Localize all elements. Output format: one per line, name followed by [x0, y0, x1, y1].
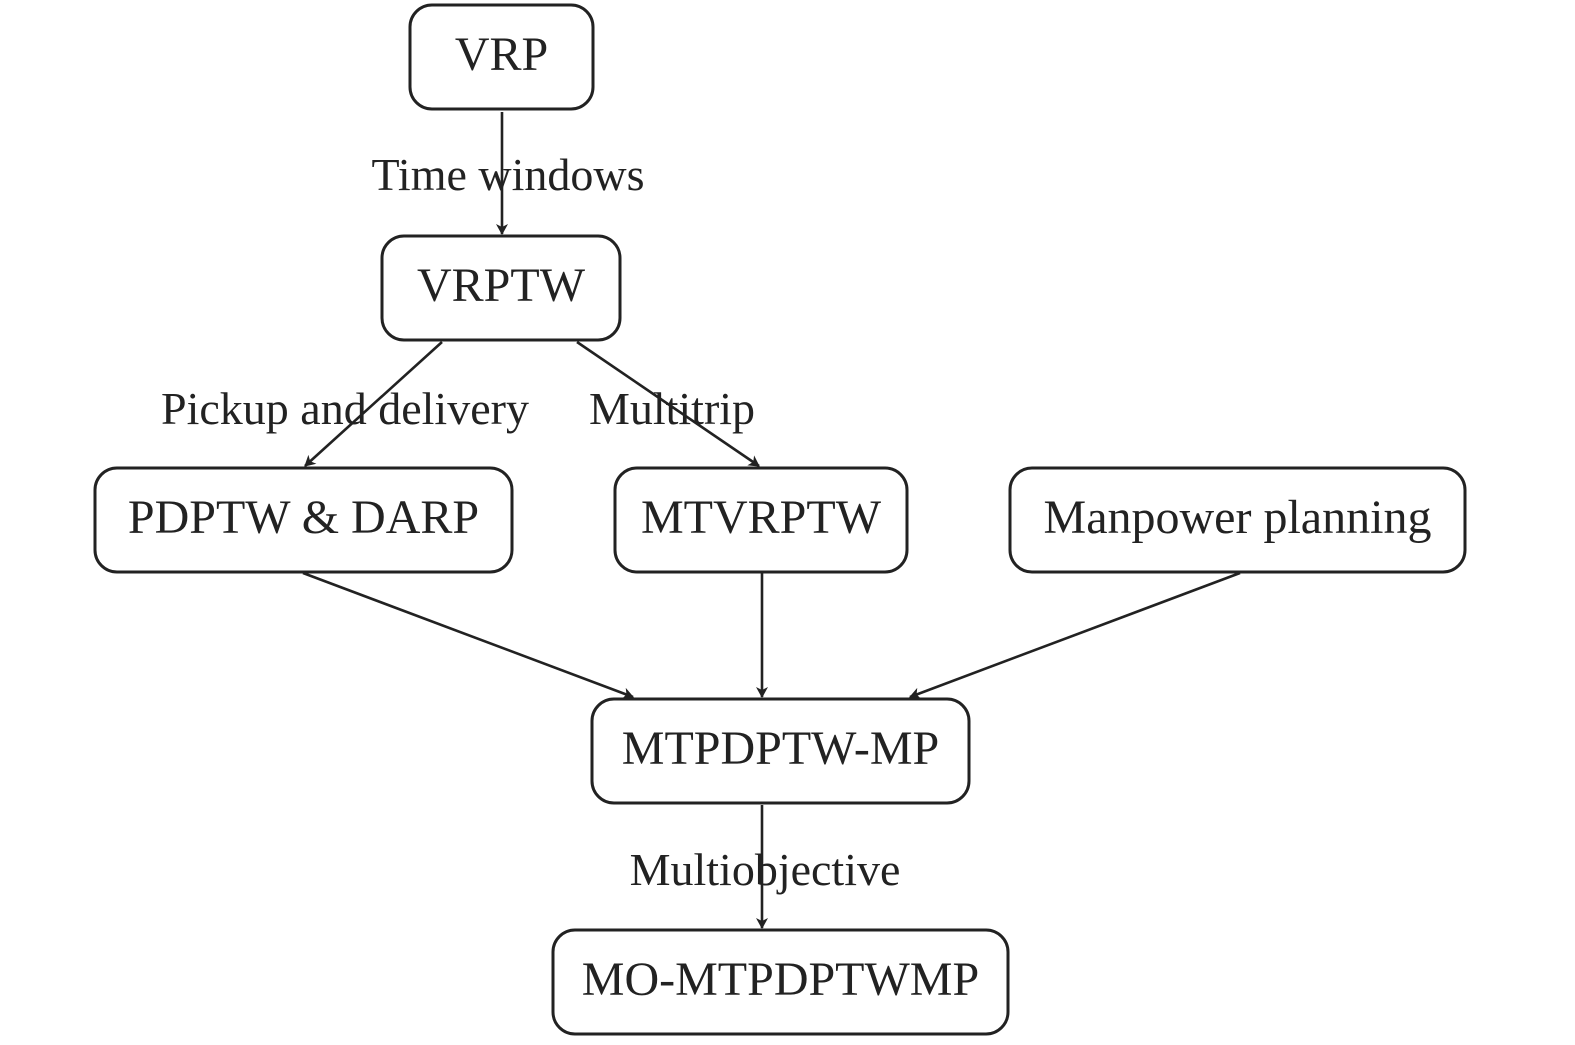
- node-mo-mtpdptwmp: MO-MTPDPTWMP: [551, 928, 1010, 1036]
- edge-label-multiobjective: Multiobjective: [630, 844, 901, 895]
- edge-manpower-to-mtpdptw: [909, 571, 1241, 700]
- edge-vrptw-to-pdptw: [304, 341, 443, 467]
- node-label-mtpdptw-mp: MTPDPTW-MP: [622, 722, 939, 775]
- node-vrptw: VRPTW: [380, 234, 622, 342]
- node-label-manpower-planning: Manpower planning: [1044, 491, 1432, 544]
- edge-label-time-windows: Time windows: [371, 149, 644, 200]
- node-vrp: VRP: [408, 3, 595, 111]
- node-manpower-planning: Manpower planning: [1008, 466, 1467, 574]
- edge-vrptw-to-mtvrptw: [576, 340, 760, 468]
- node-label-vrp: VRP: [455, 28, 548, 81]
- node-label-mtvrptw: MTVRPTW: [641, 491, 882, 544]
- edge-label-multitrip: Multitrip: [589, 383, 755, 434]
- node-label-pdptw-darp: PDPTW & DARP: [128, 491, 479, 544]
- node-label-vrptw: VRPTW: [417, 259, 586, 312]
- edge-pdptw-to-mtpdptw: [302, 571, 634, 700]
- node-pdptw-darp: PDPTW & DARP: [93, 466, 514, 574]
- node-label-mo-mtpdptwmp: MO-MTPDPTWMP: [582, 953, 979, 1006]
- node-mtvrptw: MTVRPTW: [613, 466, 909, 574]
- edge-label-pickup-and-delivery: Pickup and delivery: [161, 383, 529, 434]
- node-mtpdptw-mp: MTPDPTW-MP: [590, 697, 971, 805]
